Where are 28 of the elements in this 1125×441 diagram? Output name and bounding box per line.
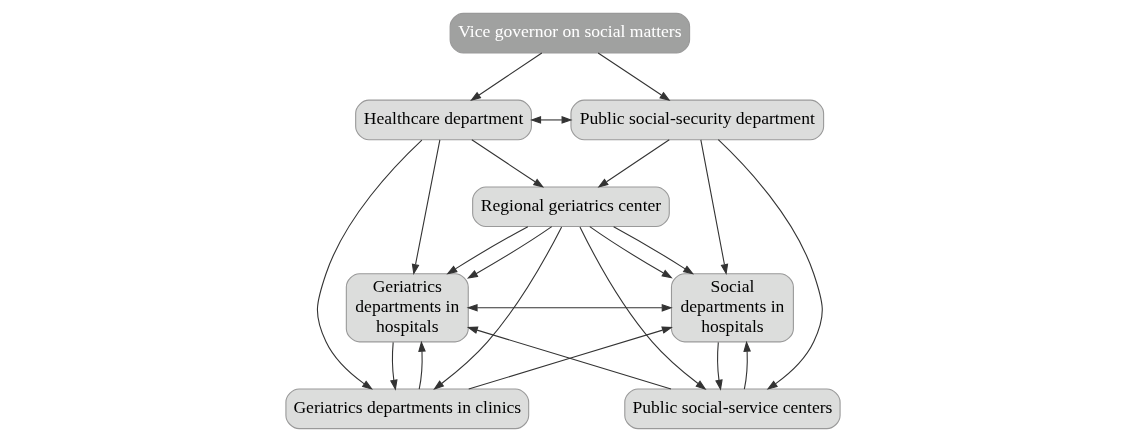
- node-box: Healthcare department: [354, 99, 532, 140]
- arrow: [411, 138, 440, 275]
- arrow: [470, 138, 544, 188]
- arrow: [597, 52, 670, 101]
- arrow: [597, 138, 670, 188]
- arrow: [445, 225, 528, 275]
- arrow: [469, 52, 542, 101]
- arrow: [699, 138, 728, 275]
- arrow: [432, 225, 562, 390]
- arrow: [316, 139, 422, 390]
- node-box: Geriatrics departments in clinics: [284, 388, 529, 429]
- arrow: [578, 225, 706, 390]
- node-box: Regional geriatrics center: [471, 185, 670, 227]
- arrow: [714, 341, 723, 391]
- arrow: [466, 303, 673, 312]
- arrow: [466, 225, 552, 279]
- node-box: Public social-security department: [569, 99, 824, 140]
- arrow: [417, 340, 426, 390]
- arrow: [612, 225, 694, 275]
- node-box: Geriatrics departments in hospitals: [345, 272, 469, 342]
- node-box: Vice governor on social matters: [449, 12, 690, 53]
- arrow: [529, 115, 573, 124]
- arrow: [389, 341, 398, 391]
- node-box: Social departments in hospitals: [670, 272, 794, 342]
- arrow: [742, 340, 751, 390]
- arrow: [588, 225, 673, 278]
- arrow: [717, 138, 823, 390]
- node-box: Public social-service centers: [623, 388, 841, 429]
